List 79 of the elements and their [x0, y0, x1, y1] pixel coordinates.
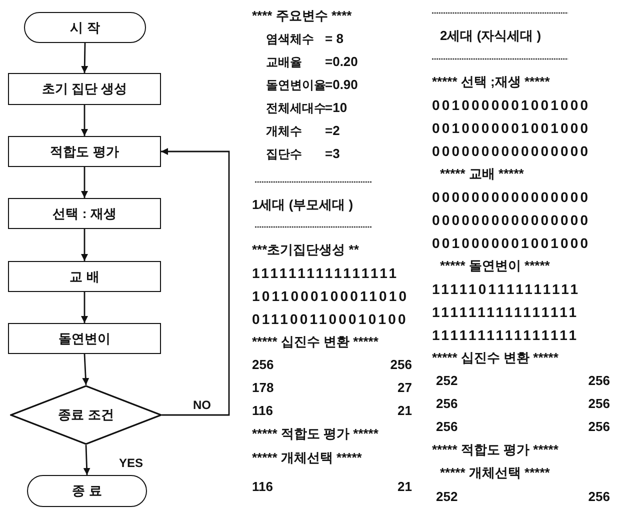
node-label: 종료 조건 — [58, 406, 114, 424]
text-label: 집단수 — [266, 146, 302, 162]
bit-string: 0010000001001000 — [432, 97, 590, 113]
node-label: 적합도 평가 — [50, 142, 119, 160]
text-label: =0.20 — [325, 54, 358, 70]
bit-string: 1111101111111111 — [432, 281, 580, 297]
text-label: 256 — [252, 357, 274, 373]
text-label: 256 — [588, 419, 610, 435]
text-label: 전체세대수 — [266, 100, 326, 116]
text-label: ***** 돌연변이 ***** — [440, 258, 550, 274]
bit-string: 0000000000000000 — [432, 212, 590, 228]
node-label: 선택 : 재생 — [52, 204, 116, 222]
edge-label: YES — [118, 456, 144, 470]
process-box — [8, 261, 161, 292]
text-label: ***** 개체선택 ***** — [440, 465, 550, 481]
text-label: =3 — [325, 146, 340, 162]
text-label: 교배율 — [266, 54, 302, 70]
text-label: 21 — [398, 403, 412, 419]
text-label: 개체수 — [266, 123, 302, 139]
bit-string: 0000000000000000 — [432, 143, 590, 159]
bit-string: 1111111111111111 — [252, 265, 399, 281]
arrow — [83, 444, 90, 476]
text-label: 21 — [398, 479, 412, 495]
process-box — [8, 73, 161, 105]
node-label: 시 작 — [70, 18, 100, 36]
arrow — [81, 105, 88, 136]
text-label: 116 — [252, 403, 273, 419]
bit-string: 1111111111111111 — [432, 304, 579, 320]
process-box — [8, 323, 161, 354]
arrow — [161, 148, 230, 416]
bit-string: 0010000001001000 — [432, 120, 590, 136]
text-label: = 8 — [325, 31, 344, 47]
text-label: 27 — [398, 380, 412, 396]
text-label: ***** 교배 ***** — [440, 166, 524, 182]
bit-string: 0111001100010100 — [252, 311, 408, 327]
bit-string: 0010000001001000 — [432, 235, 590, 251]
text-label: 256 — [588, 489, 610, 505]
text-label: ***** 적합도 평가 ***** — [432, 442, 558, 458]
text-label: =0.90 — [325, 77, 358, 93]
arrow — [81, 167, 88, 198]
text-label: 염색체수 — [266, 31, 314, 47]
text-label: 256 — [588, 373, 610, 389]
edge-label: NO — [192, 398, 212, 412]
node-label: 돌연변이 — [58, 330, 110, 348]
text-label: 돌연변이율 — [266, 77, 326, 93]
bit-string: 1011000100011010 — [252, 288, 409, 304]
terminal-shape — [27, 475, 147, 507]
text-label: 256 — [588, 396, 610, 412]
text-label: 1세대 (부모세대 ) — [252, 197, 354, 213]
text-label: ***** 개체선택 ***** — [252, 450, 362, 466]
text-label: ***** 십진수 변환 ***** — [432, 350, 558, 366]
text-label: **** 주요변수 **** — [252, 8, 352, 24]
text-label: 256 — [390, 357, 412, 373]
text-label: 116 — [252, 479, 273, 495]
text-label: 252 — [436, 373, 458, 389]
node-label: 초기 집단 생성 — [42, 80, 128, 98]
text-label: ***** 적합도 평가 ***** — [252, 426, 378, 442]
bit-string: 1111111111111111 — [432, 327, 579, 343]
text-label: 178 — [252, 380, 274, 396]
text-label: 2세대 (자식세대 ) — [440, 28, 542, 44]
text-label: 252 — [436, 489, 458, 505]
text-label: =10 — [325, 100, 348, 116]
bit-string: 0000000000000000 — [432, 189, 590, 205]
arrow — [81, 229, 88, 261]
process-box — [8, 198, 161, 229]
text-label: ***초기집단생성 ** — [252, 242, 359, 258]
decision-diamond — [10, 385, 162, 445]
arrow — [81, 42, 88, 74]
text-label: ***** 선택 ;재생 ***** — [432, 74, 550, 90]
text-label: 256 — [436, 419, 458, 435]
arrow — [81, 292, 88, 323]
text-label: =2 — [325, 123, 340, 139]
text-label: 256 — [436, 396, 458, 412]
process-box — [8, 136, 161, 167]
node-label: 교 배 — [70, 268, 100, 286]
terminal-shape — [24, 12, 146, 43]
text-label: ***** 십진수 변환 ***** — [252, 334, 378, 350]
node-label: 종 료 — [72, 482, 102, 500]
arrow — [82, 354, 90, 386]
